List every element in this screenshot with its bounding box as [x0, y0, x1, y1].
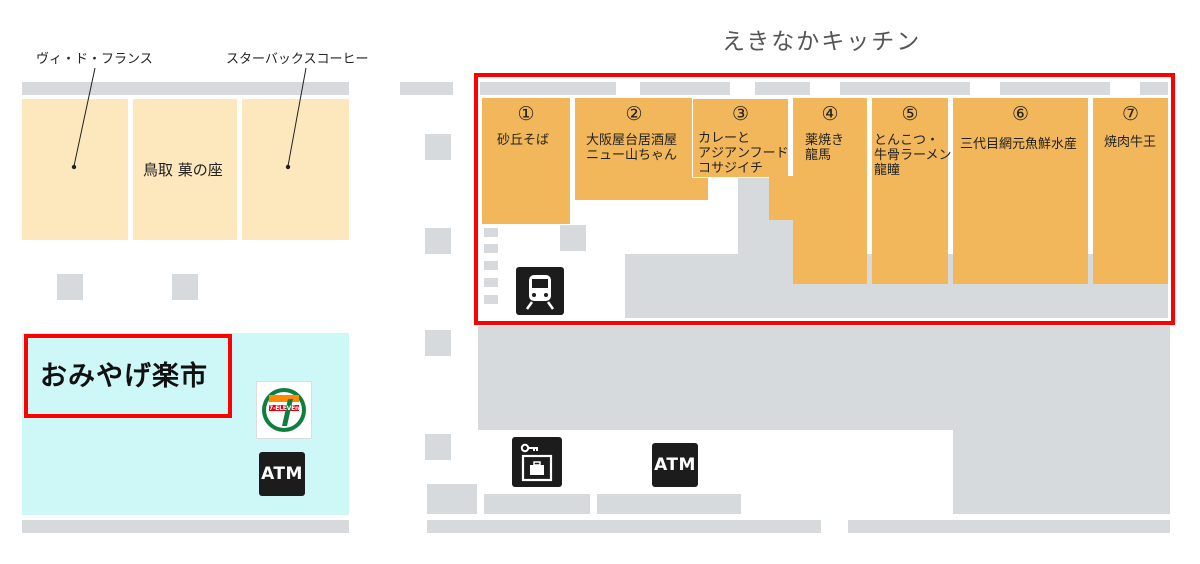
step [484, 261, 498, 270]
pillar [425, 434, 451, 460]
shop-area-4[interactable] [793, 98, 867, 284]
shop-name-3: カレーと アジアンフード コサジイチ [698, 131, 789, 176]
bottom-corridor [427, 520, 821, 533]
shop-number-1: ① [517, 103, 535, 125]
pillar [560, 225, 586, 251]
corridor-stub [400, 82, 453, 95]
step [484, 278, 498, 287]
pillar [425, 134, 451, 160]
left-top-corridor [22, 82, 349, 95]
seven-eleven-text: 7-ELEVEn [269, 405, 300, 412]
callout-lines [71, 67, 307, 170]
shop-name-1: 砂丘そば [497, 133, 550, 148]
shop-area-tottori-kanoza[interactable] [133, 99, 237, 240]
shop-number-5: ⑤ [901, 103, 919, 125]
ekinaka-kitchen-title: えきなかキッチン [722, 29, 922, 55]
shop-area-4a[interactable] [769, 176, 793, 220]
ekinaka-kitchen-highlight[interactable] [474, 73, 1175, 325]
pillar [172, 274, 198, 300]
shop-name-4: 薬焼き 龍馬 [805, 133, 845, 163]
atm-icon[interactable]: ATM [259, 452, 305, 496]
top-corridor-segment [640, 82, 730, 95]
atm-label: ATM [654, 455, 696, 475]
shop-name-5: とんこつ・ 牛骨ラーメン 龍瞳 [874, 133, 952, 178]
pillar [57, 274, 83, 300]
top-corridor-segment [755, 82, 810, 95]
shop-area-1[interactable] [482, 98, 570, 224]
shop-number-6: ⑥ [1011, 103, 1030, 125]
step [484, 244, 498, 253]
omiyage-rakuichi-highlight[interactable] [24, 334, 232, 418]
shop-number-2: ② [625, 103, 643, 125]
shop-number-4: ④ [821, 103, 839, 125]
step [484, 295, 498, 304]
atm-icon[interactable]: ATM [652, 443, 698, 487]
shop-area-6[interactable] [953, 98, 1088, 284]
step [484, 228, 498, 237]
bottom-block [427, 484, 477, 514]
callout-starbucks: スターバックスコーヒー [226, 52, 369, 67]
shop-number-3: ③ [731, 103, 750, 125]
pillar [425, 330, 451, 356]
shop-label-tottori-kanoza: 鳥取 菓の座 [143, 161, 223, 179]
top-corridor-segment [1000, 82, 1110, 95]
seven-eleven-mark-icon [262, 388, 306, 432]
shop-name-2: 大阪屋台居酒屋 ニュー山ちゃん [586, 133, 678, 163]
atm-label: ATM [261, 464, 303, 484]
top-corridor-segment [480, 82, 616, 95]
seven-eleven-icon[interactable]: 7-ELEVEn [256, 381, 312, 439]
train-icon[interactable] [516, 267, 564, 315]
top-corridor-segment [840, 82, 970, 95]
locker-pictogram-icon [520, 443, 553, 482]
shop-area-5[interactable] [872, 98, 948, 284]
shop-area-2[interactable] [575, 98, 708, 200]
callout-vie-de-france: ヴィ・ド・フランス [36, 52, 153, 67]
shop-name-6: 三代目網元魚鮮水産 [960, 137, 1078, 152]
shop-area-3[interactable] [692, 98, 789, 178]
left-bottom-corridor [22, 520, 349, 533]
concourse-right-lower [953, 430, 1170, 514]
top-corridor-segment [1140, 82, 1168, 95]
shop-number-7: ⑦ [1121, 103, 1140, 125]
bottom-block [597, 494, 741, 514]
pillar [425, 228, 451, 254]
bottom-corridor [848, 520, 1170, 533]
coin-locker-icon[interactable] [512, 437, 562, 487]
shop-area-vie-de-france[interactable] [22, 99, 128, 240]
shop-name-7: 焼肉牛王 [1104, 135, 1157, 150]
train-pictogram-icon [525, 275, 555, 310]
main-concourse [478, 326, 1170, 430]
omiyage-rakuichi-logo: おみやげ楽市 [40, 361, 208, 392]
shop-area-7[interactable] [1093, 98, 1168, 284]
bottom-block [484, 494, 590, 514]
